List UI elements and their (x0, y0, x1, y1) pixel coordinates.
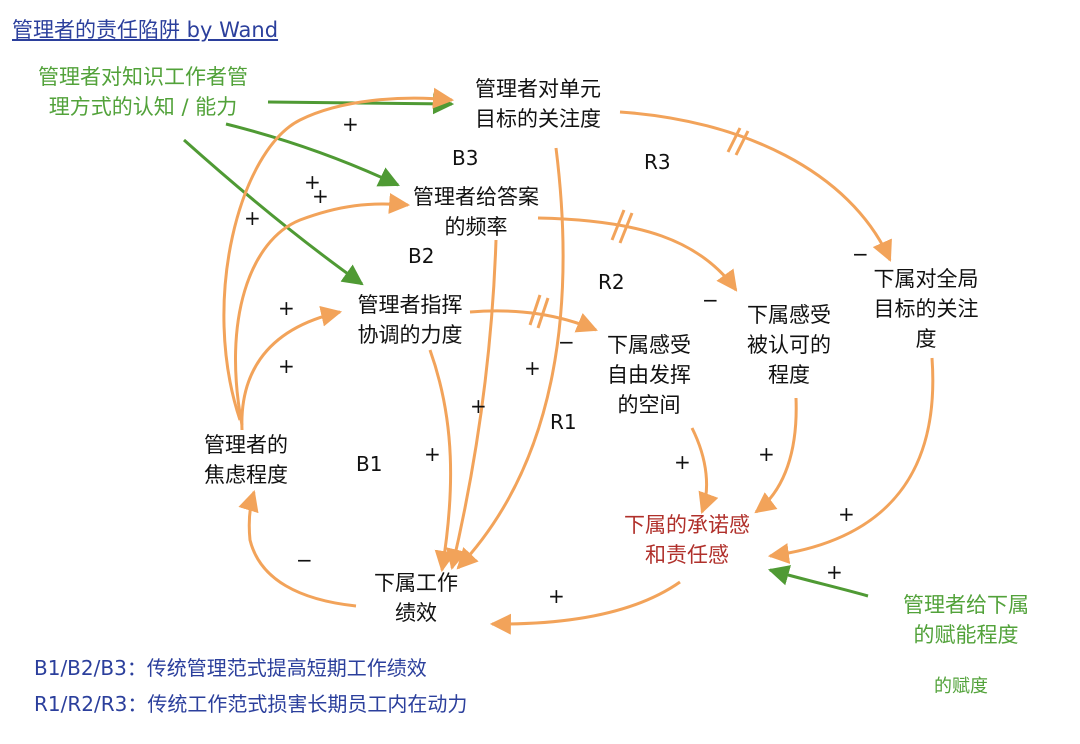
node-recognition: 下属感受 被认可的 程度 (747, 303, 831, 387)
sign-plus: + (524, 356, 541, 380)
sign-minus: − (558, 330, 575, 354)
arrow-anxiety-to-answer-frequency (234, 193, 411, 426)
node-coordination-strength: 管理者指挥 协调的力度 (357, 293, 463, 347)
arrow-cognition-to-coordination (183, 138, 364, 286)
node-work-performance: 下属工作 绩效 (374, 571, 458, 625)
arrow-answer-frequency-to-performance (446, 239, 498, 571)
arrow-freedom-to-commitment (690, 427, 719, 514)
sign-plus: + (838, 502, 855, 526)
sign-minus: − (702, 288, 719, 312)
arrow-coordination-to-freedom (469, 309, 598, 333)
sign-plus: + (304, 170, 321, 194)
node-unit-goal-focus: 管理者对单元 目标的关注度 (475, 77, 601, 131)
node-manager-anxiety: 管理者的 焦虑程度 (204, 433, 288, 487)
sign-plus: + (278, 354, 295, 378)
node-global-goal-focus: 下属对全局 目标的关注 度 (873, 267, 979, 351)
node-freedom-space: 下属感受 自由发挥 的空间 (607, 333, 691, 417)
arrow-unit-focus-to-global-focus (619, 110, 892, 262)
sign-plus: + (470, 394, 487, 418)
arrow-anxiety-to-coordination (240, 305, 343, 431)
sign-plus: + (342, 112, 359, 136)
sign-plus: + (826, 560, 843, 584)
delay-marks (528, 127, 750, 329)
arrow-cognition-to-answer-frequency (225, 122, 400, 187)
loop-b3: B3 (452, 146, 479, 170)
sign-plus: + (548, 584, 565, 608)
sign-plus: + (312, 184, 329, 208)
loop-r1: R1 (550, 410, 577, 434)
sign-minus: − (852, 242, 869, 266)
legend-balancing: B1/B2/B3：传统管理范式提高短期工作绩效 (34, 656, 427, 680)
sign-plus: + (244, 206, 261, 230)
loop-r3: R3 (644, 150, 671, 174)
arrow-answer-frequency-to-recognition (537, 216, 738, 292)
arrow-empowerment-to-commitment (767, 565, 869, 598)
node-manager-cognition: 管理者对知识工作者管 理方式的认知 / 能力 (38, 65, 248, 119)
node-commitment: 下属的承诺感 和责任感 (624, 513, 750, 567)
arrow-performance-to-anxiety (238, 489, 357, 608)
delay-mark-r3 (726, 127, 750, 156)
loop-b2: B2 (408, 244, 435, 268)
arrow-anxiety-to-unit-focus (222, 87, 455, 421)
diagram-title: 管理者的责任陷阱 by Wand (12, 18, 279, 42)
sign-minus: − (296, 548, 313, 572)
sign-plus: + (278, 296, 295, 320)
arrow-global-focus-to-commitment (767, 357, 935, 564)
arrow-commitment-to-performance (489, 580, 681, 635)
orange-arrows (222, 87, 935, 635)
sign-plus: + (424, 442, 441, 466)
arrow-recognition-to-commitment (754, 397, 798, 514)
sign-plus: + (674, 450, 691, 474)
sign-plus: + (758, 442, 775, 466)
arrow-unit-focus-to-performance (456, 147, 565, 570)
partial-note: 的赋度 (934, 676, 988, 697)
legend-reinforcing: R1/R2/R3：传统工作范式损害长期员工内在动力 (34, 692, 468, 716)
loop-b1: B1 (356, 452, 383, 476)
node-answer-frequency: 管理者给答案 的频率 (413, 185, 539, 239)
node-empowerment: 管理者给下属 的赋能程度 (903, 593, 1029, 647)
arrow-coordination-to-performance (428, 349, 456, 573)
delay-mark-r1 (528, 294, 550, 329)
loop-r2: R2 (598, 270, 625, 294)
delay-mark-r2 (610, 209, 634, 244)
